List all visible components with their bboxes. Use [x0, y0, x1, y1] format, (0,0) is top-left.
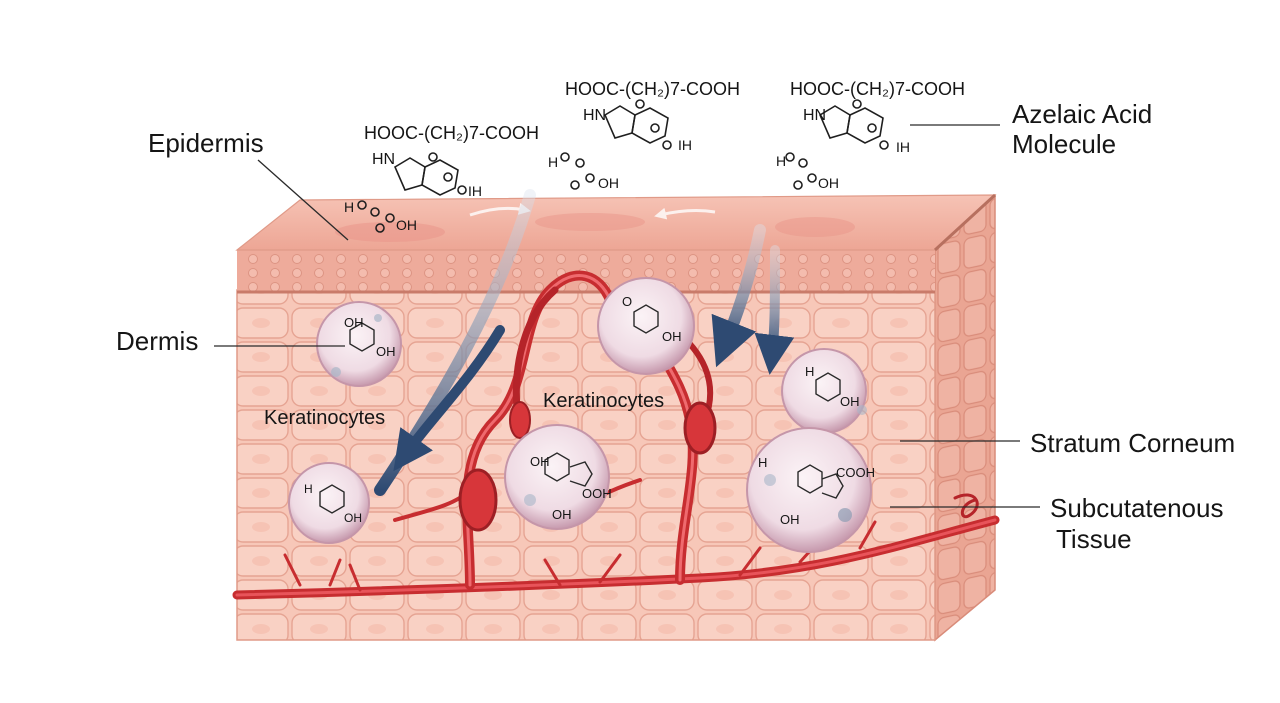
epidermis-layer: [237, 250, 935, 294]
molecule-icon: [319, 304, 844, 514]
vesicle-icon: [288, 277, 872, 553]
vesicle-atom-oh: OH: [780, 512, 800, 527]
surface-molecule-center: [560, 99, 672, 190]
surface-molecule-left: [357, 152, 467, 233]
formula-center: HOOC-(CH₂)7-COOH: [565, 79, 740, 99]
atom-n-right: HN: [803, 107, 827, 124]
label-keratinocytes-center: Keratinocytes: [543, 390, 665, 412]
label-epidermis: Epidermis: [148, 128, 264, 158]
atom-oh-right: OH: [818, 175, 839, 191]
atom-oh-left: OH: [396, 217, 417, 233]
vesicle-atom-cooh: COOH: [836, 465, 875, 480]
vesicle-atom-oh: OH: [530, 454, 550, 469]
leader-epidermis: [257, 159, 349, 241]
arrow-down-icon: [374, 189, 795, 496]
label-stratum-corneum: Stratum Corneum: [1030, 428, 1236, 458]
surface-molecule-right: [785, 99, 889, 190]
label-tissue: Tissue: [1056, 524, 1132, 554]
vesicle-atom-oh: OH: [662, 329, 682, 344]
atom-hn-left: HN: [372, 151, 396, 168]
formula-right: HOOC-(CH₂)7-COOH: [790, 79, 965, 99]
leader-lines: [214, 124, 1040, 508]
label-keratinocytes-left: Keratinocytes: [264, 407, 386, 429]
atom-ih-left: IH: [468, 183, 482, 199]
vesicle-atom-oh: OH: [840, 394, 860, 409]
vesicle-atom-h: H: [304, 482, 313, 496]
surface-pore: [535, 213, 645, 231]
blood-vessel-icon: [232, 270, 1000, 600]
atom-oh-center: OH: [598, 175, 619, 191]
surface-pore: [775, 217, 855, 237]
atom-h-right: H: [776, 153, 787, 169]
formula-left: HOOC-(CH₂)7-COOH: [364, 123, 539, 143]
vesicle-atom-ooh: OOH: [582, 486, 612, 501]
atom-hn-center: HN: [583, 107, 607, 124]
atom-ih-right: IH: [896, 139, 910, 155]
vesicle-atom-h: H: [805, 364, 815, 379]
label-dermis: Dermis: [116, 326, 199, 356]
vesicle-atom-oh: OH: [344, 315, 364, 330]
atom-h-center: H: [548, 154, 559, 170]
skin-surface: [235, 193, 997, 252]
vesicle-atom-o: O: [622, 294, 633, 309]
skin-block-side: [934, 194, 996, 642]
atom-h-left: H: [344, 199, 355, 215]
label-molecule: Molecule: [1012, 129, 1117, 159]
label-subcutaneous: Subcutatenous: [1050, 493, 1224, 523]
label-azelaic-acid: Azelaic Acid: [1012, 99, 1153, 129]
vesicle-atom-h: H: [758, 455, 768, 470]
surface-pore: [335, 222, 445, 242]
vesicle-atom-oh: OH: [552, 507, 572, 522]
vesicle-atom-oh: OH: [376, 344, 396, 359]
vesicle-atom-oh: OH: [344, 511, 362, 525]
atom-ih-center: IH: [678, 137, 692, 153]
